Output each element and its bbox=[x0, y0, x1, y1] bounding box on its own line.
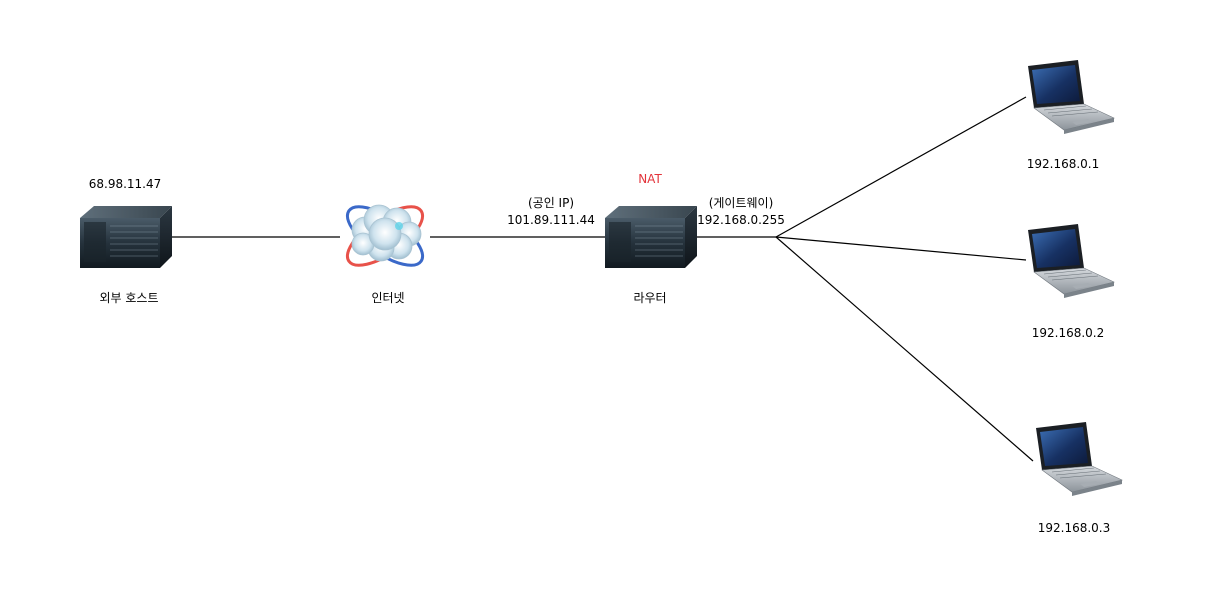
router-nat-label: NAT bbox=[638, 172, 662, 186]
link-to-laptop-2 bbox=[775, 236, 1027, 261]
laptop-2-ip: 192.168.0.2 bbox=[1031, 326, 1105, 340]
link-to-laptop-1 bbox=[775, 96, 1027, 238]
laptop-1-icon bbox=[1028, 60, 1115, 134]
router-label: 라우터 bbox=[633, 291, 667, 305]
link-to-laptop-3 bbox=[775, 236, 1034, 462]
laptop-1-ip: 192.168.0.1 bbox=[1026, 157, 1100, 171]
public-ip-value: 101.89.111.44 bbox=[507, 213, 595, 227]
laptop-3-icon bbox=[1036, 422, 1123, 496]
gateway-caption: (게이트웨이) bbox=[708, 196, 774, 210]
internet-cloud-icon bbox=[346, 204, 424, 267]
laptop-3-ip: 192.168.0.3 bbox=[1037, 521, 1111, 535]
public-ip-caption: (공인 IP) bbox=[527, 196, 575, 210]
internet-label: 인터넷 bbox=[371, 291, 405, 305]
external-host-server-icon bbox=[80, 206, 172, 268]
gateway-ip-value: 192.168.0.255 bbox=[697, 213, 785, 227]
laptop-2-icon bbox=[1028, 224, 1115, 298]
external-host-label: 외부 호스트 bbox=[99, 291, 159, 305]
connections bbox=[172, 96, 1034, 462]
external-host-ip: 68.98.11.47 bbox=[88, 177, 162, 191]
router-server-icon bbox=[605, 206, 697, 268]
